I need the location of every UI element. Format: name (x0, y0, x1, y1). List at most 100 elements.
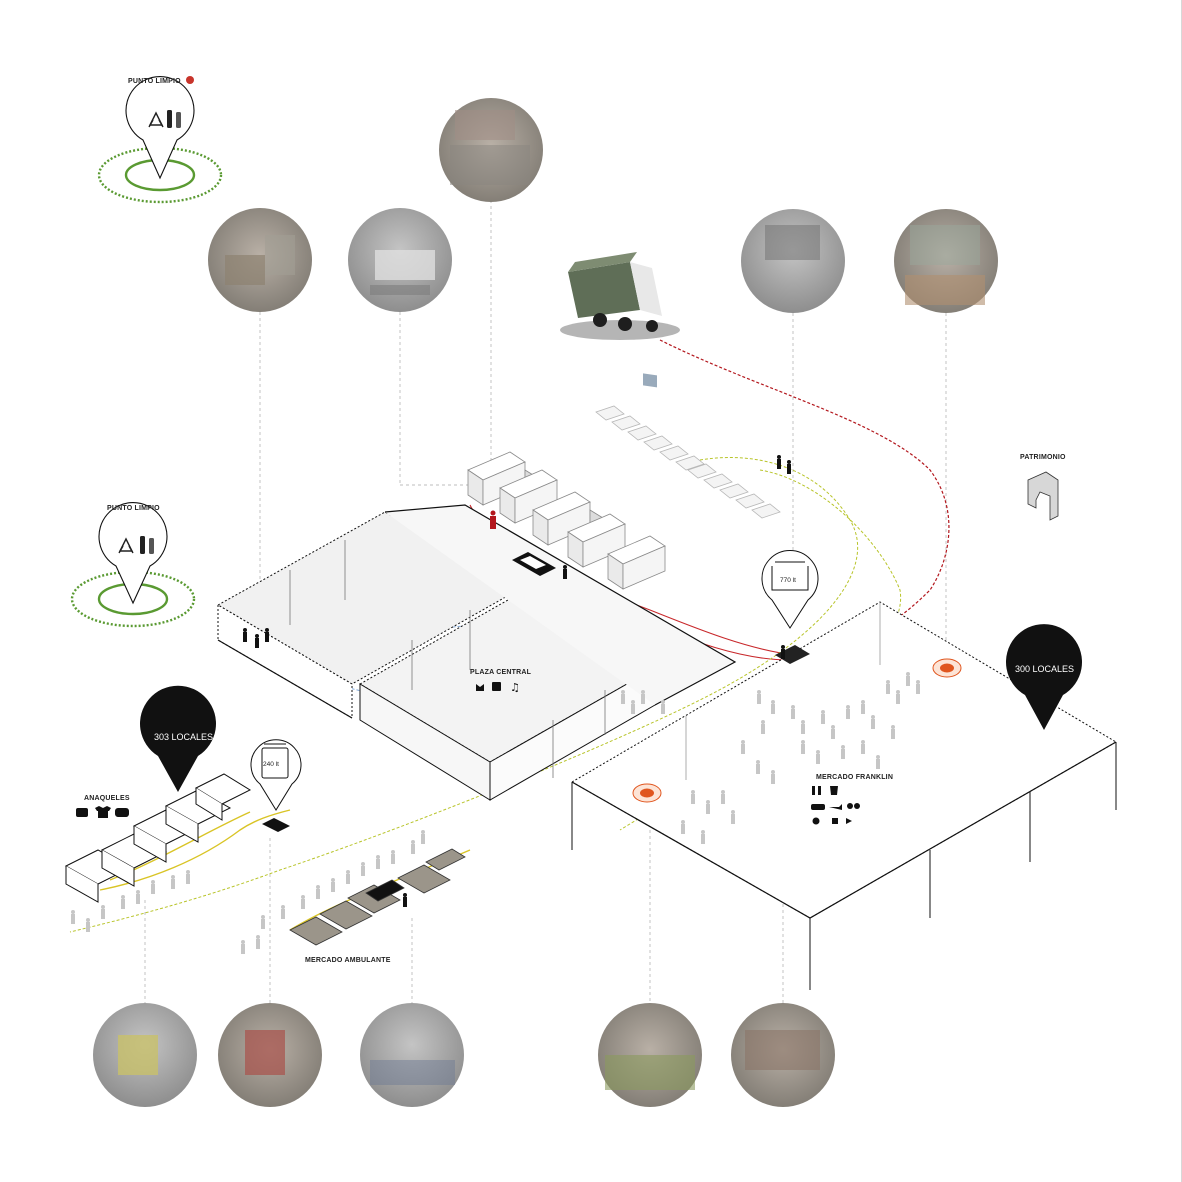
person-icon (563, 565, 567, 579)
delivery-truck-icon (567, 513, 626, 568)
punto-limpio-left: PUNTO LIMPIO (70, 502, 196, 628)
crowd (71, 672, 920, 954)
worker-red (490, 510, 496, 529)
label-punto-limpio-top: PUNTO LIMPIO (128, 78, 181, 85)
anaqueles-product-icons (76, 806, 129, 818)
person-icon (821, 710, 825, 724)
poultry-icon (832, 818, 838, 824)
person-icon (706, 800, 710, 814)
person-icon (681, 820, 685, 834)
person-icon (255, 634, 259, 648)
person-icon (186, 870, 190, 884)
person-icon (71, 910, 75, 924)
person-icon (871, 715, 875, 729)
person-icon (781, 645, 785, 659)
person-icon (721, 790, 725, 804)
label-punto-limpio-left: PUNTO LIMPIO (107, 505, 160, 512)
person-icon (391, 850, 395, 864)
waste-bin-icon (771, 561, 809, 591)
fish-icon (829, 804, 842, 810)
person-icon (791, 705, 795, 719)
person-icon (261, 915, 265, 929)
market-target-markers (632, 658, 962, 803)
person-icon (171, 875, 175, 889)
person-icon (265, 628, 269, 642)
person-icon (861, 740, 865, 754)
person-icon (741, 740, 745, 754)
person-icon (86, 918, 90, 932)
meat-icon (811, 804, 825, 810)
person-icon (631, 700, 635, 714)
person-icon (801, 720, 805, 734)
label-303-locales: 303 LOCALES (154, 732, 213, 742)
person-icon (801, 740, 805, 754)
label-patrimonio: PATRIMONIO (1020, 454, 1066, 461)
person-icon (896, 690, 900, 704)
person-icon (241, 940, 245, 954)
franklin-product-icons (811, 786, 860, 825)
produce-icon (847, 803, 853, 809)
person-icon (243, 628, 247, 642)
person-icon (281, 905, 285, 919)
bag-icon (115, 808, 129, 817)
misc-icon (846, 818, 852, 824)
person-icon (816, 750, 820, 764)
car-row-2 (687, 463, 781, 519)
photo-vegetable-market (598, 1003, 702, 1107)
utensils-icon (812, 786, 815, 795)
people-figures-black (243, 455, 791, 907)
person-icon (621, 690, 625, 704)
label-anaqueles: ANAQUELES (84, 795, 130, 802)
pin-bin-240: 240 lt (250, 739, 302, 832)
person-icon (346, 870, 350, 884)
label-240-lt: 240 lt (263, 761, 279, 768)
person-icon (876, 755, 880, 769)
person-icon (906, 672, 910, 686)
person-icon (691, 790, 695, 804)
recycle-icon (118, 537, 134, 554)
person-icon (891, 725, 895, 739)
delivery-truck-icon (607, 535, 666, 590)
phone-icon (76, 808, 88, 817)
heritage-building-icon (1027, 471, 1059, 521)
garbage-truck-icon (560, 252, 680, 388)
person-icon (846, 705, 850, 719)
photo-street-people (741, 209, 845, 313)
music-note-icon: ♫ (510, 681, 520, 694)
service-vehicle-icon (512, 552, 556, 576)
person-icon (361, 862, 365, 876)
alert-dot-icon (186, 76, 194, 84)
person-icon (861, 700, 865, 714)
tshirt-icon (95, 806, 111, 818)
person-icon (757, 690, 761, 704)
person-icon (771, 770, 775, 784)
photo-vendor-stall (208, 208, 312, 312)
person-icon (151, 880, 155, 894)
person-icon (771, 700, 775, 714)
person-icon (831, 725, 835, 739)
bottle-icon (140, 536, 154, 554)
photo-indoor-market (731, 1003, 835, 1107)
photo-market-top (439, 98, 543, 202)
person-icon (316, 885, 320, 899)
car-row-1 (595, 405, 705, 471)
photo-delivery-truck (348, 208, 452, 312)
person-icon (136, 890, 140, 904)
plaza-central-block: PLAZA CENTRAL ♫ (216, 504, 737, 801)
pin-300-locales: 300 LOCALES (1005, 624, 1083, 730)
person-icon (101, 905, 105, 919)
person-icon (641, 690, 645, 704)
person-icon (756, 760, 760, 774)
person-icon (376, 855, 380, 869)
bottle-icon (167, 110, 181, 128)
label-300-locales: 300 LOCALES (1015, 664, 1074, 674)
coffee-icon (476, 684, 484, 691)
plaza-activity-icons: ♫ (476, 681, 520, 694)
person-icon (411, 840, 415, 854)
photo-red-container (218, 1003, 322, 1107)
person-icon (403, 893, 407, 907)
person-icon (256, 935, 260, 949)
waste-bin-240-icon (262, 818, 290, 832)
parked-cars (595, 405, 781, 519)
